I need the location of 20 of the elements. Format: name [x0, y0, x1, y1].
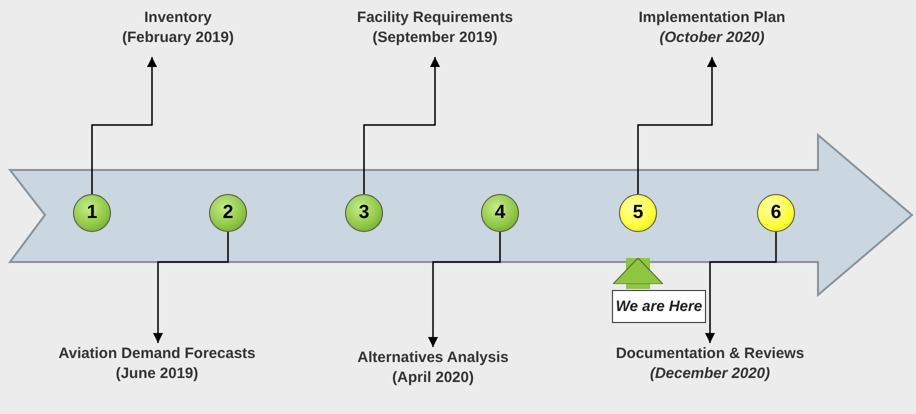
milestone-date: (February 2019) — [121, 28, 235, 48]
milestone-date: (April 2020) — [391, 368, 475, 388]
milestone-title: Facility Requirements — [356, 8, 514, 28]
milestone-title: Alternatives Analysis — [356, 348, 510, 368]
milestone-title: Documentation & Reviews — [614, 344, 806, 364]
arrow — [637, 57, 717, 194]
arrow — [91, 57, 157, 194]
milestone-date: (December 2020) — [648, 364, 772, 384]
milestone-date: (October 2020) — [658, 28, 766, 48]
block-arrow — [612, 258, 664, 289]
arrow — [428, 232, 501, 347]
callout-box: We are Here — [612, 290, 706, 323]
milestone-title: Implementation Plan — [638, 8, 786, 28]
milestone-date: (September 2019) — [371, 28, 499, 48]
arrow — [705, 232, 777, 343]
milestone-title: Inventory — [143, 8, 213, 28]
milestone-date: (June 2019) — [114, 364, 200, 384]
arrow — [153, 232, 229, 343]
arrow — [363, 57, 440, 194]
milestone-title: Aviation Demand Forecasts — [58, 344, 256, 364]
